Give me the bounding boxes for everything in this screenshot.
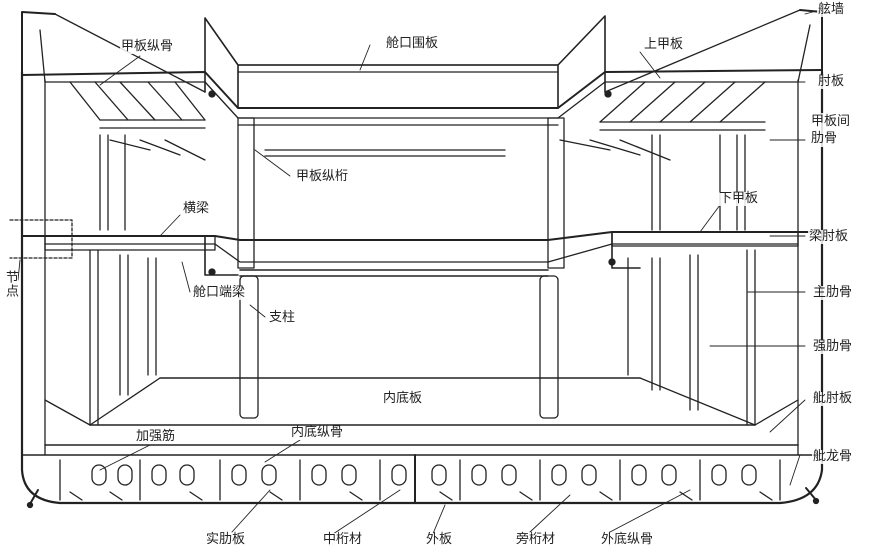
label-deck-girder: 甲板纵桁	[295, 169, 350, 184]
hold-frames	[44, 249, 799, 426]
double-bottom-floors	[59, 454, 781, 504]
lower-deck-under	[44, 243, 799, 263]
label-centre-girder: 中桁材	[322, 532, 364, 547]
label-bilge-bracket: 舭肘板	[812, 391, 854, 406]
node-dot-left	[208, 268, 216, 276]
deck-dot-right	[604, 90, 612, 98]
upper-deck-left	[21, 69, 823, 109]
hatch-end-beam	[204, 231, 641, 277]
label-main-frame: 主肋骨	[812, 285, 854, 300]
label-bilge-keel: 舭龙骨	[812, 449, 854, 464]
upper-deck-right-lower	[557, 81, 799, 119]
label-deck-longitudinal: 甲板纵骨	[120, 39, 175, 54]
deck-dot-left	[208, 90, 216, 98]
node-bracket	[9, 219, 73, 259]
label-web-frame: 强肋骨	[812, 339, 854, 354]
label-inner-bottom-longitudinal: 内底纵骨	[290, 425, 345, 440]
label-bulwark: 舷墙	[817, 2, 846, 17]
label-stiffener: 加强筋	[135, 429, 177, 444]
label-side-girder: 旁桁材	[515, 532, 557, 547]
deck-longitudinals-right	[559, 81, 766, 161]
bottom-longitudinals	[69, 491, 773, 501]
leader-lines	[17, 9, 821, 537]
bilge-keel-left-dot	[26, 501, 34, 509]
bulwark-left	[21, 11, 56, 73]
label-bottom-longitudinal: 外底纵骨	[600, 532, 655, 547]
hatch-coaming	[204, 15, 606, 109]
deck-girder	[237, 117, 559, 157]
lightening-holes	[91, 464, 757, 486]
bilge-keel-left	[29, 489, 39, 505]
label-bracket: 肘板	[817, 74, 846, 89]
label-node: 节点	[2, 270, 18, 298]
label-shell-plating: 外板	[425, 532, 454, 547]
node-dot-right	[608, 258, 616, 266]
beam-box-left	[44, 235, 216, 251]
label-transverse-beam: 横梁	[182, 201, 211, 216]
label-hatch-end-beam: 舱口端梁	[192, 285, 247, 300]
bulwark-stays-right	[604, 9, 811, 93]
bulwark-right	[799, 9, 823, 73]
hull-outline	[20, 70, 824, 505]
label-lower-deck: 下甲板	[718, 191, 760, 206]
label-solid-floor: 实肋板	[205, 532, 247, 547]
deck-longitudinals-left	[69, 81, 206, 161]
bilge-keel-right	[805, 487, 817, 501]
label-pillar: 支柱	[268, 310, 297, 325]
inner-bottom	[21, 377, 823, 456]
label-beam-knee: 梁肘板	[808, 229, 850, 244]
label-upper-deck: 上甲板	[643, 37, 685, 52]
label-inner-bottom-plate: 内底板	[382, 391, 424, 406]
label-tween-deck-frame: 甲板间肋骨	[810, 113, 860, 147]
tween-deck-frames	[99, 134, 746, 231]
label-hatch-coaming: 舱口围板	[385, 36, 440, 51]
inner-bottom-edges	[89, 377, 756, 426]
bilge-keel-right-dot	[812, 497, 820, 505]
pillars	[237, 117, 565, 419]
